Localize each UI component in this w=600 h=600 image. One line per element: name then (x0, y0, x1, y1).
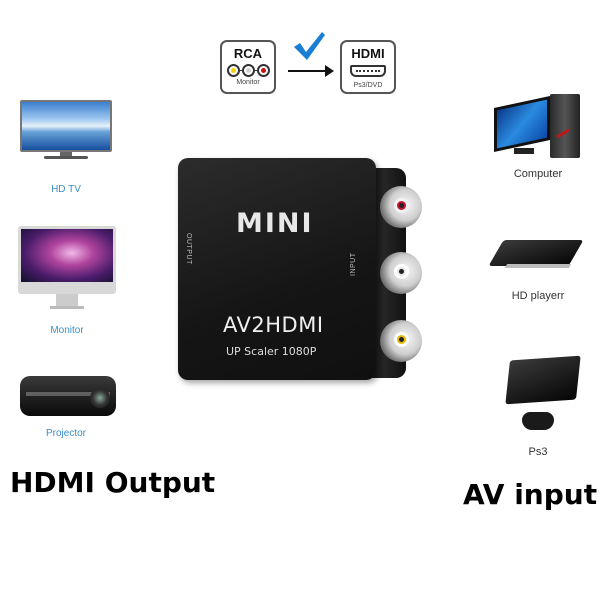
white-rca-jack-icon (380, 252, 422, 294)
hd-tv-image (20, 100, 112, 160)
hd-player-label: HD playerr (511, 290, 565, 302)
av2hdmi-adapter: MINI OUTPUT INPUT AV2HDMI UP Scaler 1080… (178, 158, 376, 380)
hdmi-output-heading: HDMI Output (10, 466, 216, 499)
rca-title: RCA (233, 46, 263, 61)
monitor-label: Monitor (50, 325, 84, 336)
adapter-subtitle: UP Scaler 1080P (226, 345, 317, 358)
checkmark-icon (294, 32, 325, 60)
adapter-model: AV2HDMI (223, 313, 324, 337)
ps3-image (504, 354, 584, 434)
hd-player-image (488, 236, 584, 272)
hdmi-title: HDMI (351, 46, 385, 61)
computer-image (494, 94, 584, 160)
output-side-label: OUTPUT (185, 233, 192, 265)
red-rca-jack-icon (380, 186, 422, 228)
hdmi-port-icon (350, 65, 386, 77)
rca-source-box: RCA Monitor (220, 40, 276, 94)
projector-image (20, 370, 116, 418)
controller-icon (522, 412, 554, 430)
hdmi-target-box: HDMI Ps3/DVD (340, 40, 396, 94)
projector-label: Projector (45, 428, 86, 439)
yellow-rca-jack-icon (380, 320, 422, 362)
input-side-label: INPUT (350, 252, 357, 277)
right-arrow-icon (288, 65, 334, 77)
rca-caption: Monitor (236, 79, 260, 86)
hd-tv-label: HD TV (51, 184, 81, 195)
monitor-image (18, 226, 116, 311)
adapter-brand: MINI (236, 208, 314, 239)
ps3-label: Ps3 (528, 446, 548, 458)
hdmi-caption: Ps3/DVD (353, 82, 383, 89)
computer-label: Computer (513, 168, 563, 180)
av-input-heading: AV input (463, 478, 598, 511)
rca-jacks-icon (222, 64, 274, 77)
